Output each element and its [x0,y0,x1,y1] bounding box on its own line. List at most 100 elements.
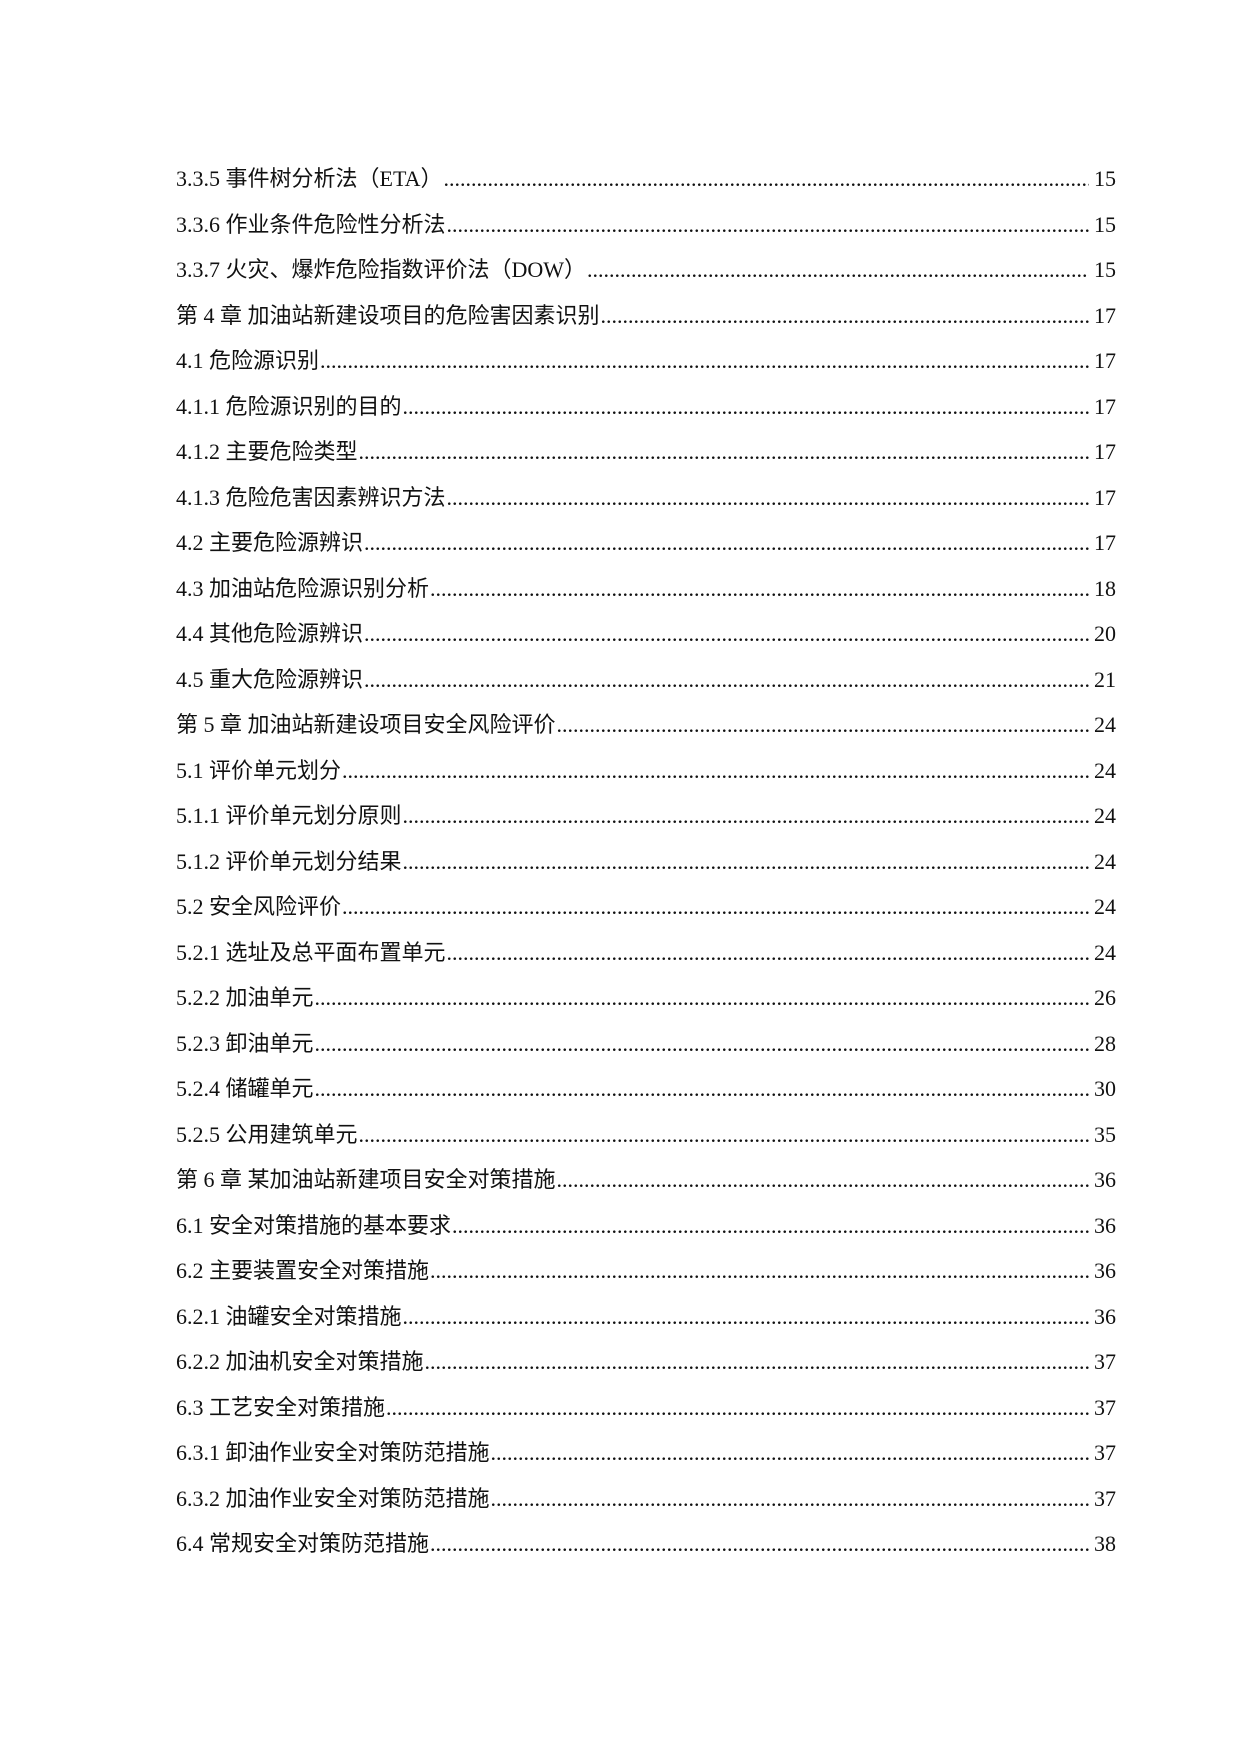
toc-entry-page-number: 36 [1094,1303,1116,1329]
toc-entry-title: 5.2.5 公用建筑单元 [176,1121,358,1147]
toc-dot-leader [425,1339,1089,1385]
toc-entry[interactable]: 5.1 评价单元划分 24 [176,748,1116,794]
toc-dot-leader [430,1248,1089,1294]
toc-entry[interactable]: 5.2 安全风险评价24 [176,884,1116,930]
toc-entry-page-number: 30 [1094,1076,1116,1101]
toc-entry-page-number: 15 [1094,166,1116,191]
toc-entry-page-number: 24 [1094,803,1116,828]
toc-dot-leader [430,1521,1089,1567]
toc-entry[interactable]: 3.3.6 作业条件危险性分析法 15 [176,202,1116,248]
toc-entry[interactable]: 5.2.3 卸油单元28 [176,1021,1116,1067]
toc-entry-title: 5.2 安全风险评价 [176,894,342,919]
toc-entry-title: 5.1.1 评价单元划分原则 [176,803,402,828]
toc-entry-title: 4.1.1 危险源识别的目的 [176,393,402,419]
toc-entry[interactable]: 5.2.1 选址及总平面布置单元 24 [176,930,1116,976]
toc-entry[interactable]: 5.2.5 公用建筑单元 35 [176,1112,1116,1158]
toc-entry-title: 5.1.2 评价单元划分结果 [176,848,402,874]
toc-entry-page-number: 24 [1094,712,1116,737]
toc-entry[interactable]: 4.4 其他危险源辨识20 [176,611,1116,657]
toc-entry-page-number: 15 [1094,257,1116,282]
toc-entry[interactable]: 6.2.1 油罐安全对策措施 36 [176,1294,1116,1340]
toc-entry[interactable]: 4.5 重大危险源辨识 21 [176,657,1116,703]
toc-entry-title: 6.3.1 卸油作业安全对策防范措施 [176,1440,490,1465]
toc-entry-title: 4.5 重大危险源辨识 [176,666,364,692]
toc-entry-page-number: 21 [1094,666,1116,692]
toc-dot-leader [359,429,1089,475]
toc-entry-page-number: 37 [1094,1440,1116,1465]
toc-dot-leader [430,566,1089,612]
toc-entry[interactable]: 第 5 章 加油站新建设项目安全风险评价24 [176,702,1116,748]
toc-entry-page-number: 35 [1094,1121,1116,1147]
toc-entry-page-number: 15 [1094,211,1116,237]
toc-entry-page-number: 20 [1094,621,1116,646]
toc-entry[interactable]: 4.1.3 危险危害因素辨识方法17 [176,475,1116,521]
toc-entry[interactable]: 6.4 常规安全对策防范措施 38 [176,1521,1116,1567]
toc-entry-title: 6.1 安全对策措施的基本要求 [176,1212,452,1238]
toc-dot-leader [403,384,1089,430]
toc-entry-page-number: 36 [1094,1212,1116,1238]
toc-entry-title: 5.2.4 储罐单元 [176,1076,314,1101]
toc-entry[interactable]: 6.1 安全对策措施的基本要求 36 [176,1203,1116,1249]
toc-entry-page-number: 28 [1094,1030,1116,1056]
toc-dot-leader [320,338,1089,384]
toc-entry-page-number: 17 [1094,530,1116,555]
toc-dot-leader [452,1203,1089,1249]
toc-entry-title: 4.1.3 危险危害因素辨识方法 [176,484,446,510]
toc-entry[interactable]: 3.3.5 事件树分析法（ETA） 15 [176,156,1116,202]
toc-entry-page-number: 38 [1094,1531,1116,1556]
toc-dot-leader [403,1294,1089,1340]
toc-entry-title: 4.2 主要危险源辨识 [176,530,364,555]
toc-entry-page-number: 36 [1094,1167,1116,1192]
toc-entry-title: 4.1 危险源识别 [176,348,320,373]
toc-entry[interactable]: 4.3 加油站危险源识别分析18 [176,566,1116,612]
toc-entry[interactable]: 第 4 章 加油站新建设项目的危险害因素识别17 [176,293,1116,339]
toc-entry-page-number: 24 [1094,757,1116,783]
toc-entry-page-number: 24 [1094,939,1116,965]
toc-entry-title: 6.4 常规安全对策防范措施 [176,1531,430,1556]
toc-entry-title: 4.1.2 主要危险类型 [176,439,358,464]
toc-dot-leader [447,930,1089,976]
toc-entry[interactable]: 4.1.2 主要危险类型 17 [176,429,1116,475]
toc-entry[interactable]: 4.1 危险源识别 17 [176,338,1116,384]
toc-entry-page-number: 17 [1094,439,1116,464]
toc-entry-title: 3.3.5 事件树分析法（ETA） [176,166,443,191]
toc-dot-leader [364,657,1089,703]
toc-entry-title: 5.1 评价单元划分 [176,757,342,783]
toc-entry-title: 5.2.1 选址及总平面布置单元 [176,939,446,965]
toc-entry[interactable]: 6.3.1 卸油作业安全对策防范措施 37 [176,1430,1116,1476]
toc-entry[interactable]: 6.3.2 加油作业安全对策防范措施37 [176,1476,1116,1522]
toc-entry[interactable]: 5.1.1 评价单元划分原则 24 [176,793,1116,839]
toc-entry[interactable]: 5.2.2 加油单元26 [176,975,1116,1021]
toc-entry[interactable]: 6.2 主要装置安全对策措施 36 [176,1248,1116,1294]
toc-entry-title: 3.3.6 作业条件危险性分析法 [176,211,446,237]
toc-entry-title: 6.2.2 加油机安全对策措施 [176,1349,424,1374]
toc-entry-title: 3.3.7 火灾、爆炸危险指数评价法（DOW） [176,257,587,282]
toc-entry-page-number: 17 [1094,302,1116,328]
toc-entry[interactable]: 5.2.4 储罐单元 30 [176,1066,1116,1112]
toc-dot-leader [342,748,1089,794]
toc-entry-page-number: 36 [1094,1258,1116,1283]
toc-entry[interactable]: 第 6 章 某加油站新建项目安全对策措施36 [176,1157,1116,1203]
toc-entry-page-number: 37 [1094,1485,1116,1511]
toc-entry-title: 6.2 主要装置安全对策措施 [176,1258,430,1283]
toc-entry[interactable]: 6.2.2 加油机安全对策措施37 [176,1339,1116,1385]
toc-entry-title: 6.2.1 油罐安全对策措施 [176,1303,402,1329]
toc-dot-leader [447,475,1089,521]
toc-dot-leader [342,884,1089,930]
toc-dot-leader [491,1476,1089,1522]
toc-entry[interactable]: 3.3.7 火灾、爆炸危险指数评价法（DOW） 15 [176,247,1116,293]
toc-entry-title: 6.3 工艺安全对策措施 [176,1394,386,1420]
toc-entry-page-number: 37 [1094,1394,1116,1420]
toc-entry-page-number: 24 [1094,848,1116,874]
toc-entry-page-number: 17 [1094,348,1116,373]
toc-entry[interactable]: 6.3 工艺安全对策措施 37 [176,1385,1116,1431]
toc-dot-leader [447,202,1089,248]
toc-entry-page-number: 17 [1094,393,1116,419]
toc-entry[interactable]: 4.1.1 危险源识别的目的 17 [176,384,1116,430]
toc-dot-leader [444,156,1089,202]
toc-entry[interactable]: 5.1.2 评价单元划分结果 24 [176,839,1116,885]
toc-dot-leader [364,611,1089,657]
toc-entry-page-number: 18 [1094,575,1116,601]
toc-entry[interactable]: 4.2 主要危险源辨识 17 [176,520,1116,566]
